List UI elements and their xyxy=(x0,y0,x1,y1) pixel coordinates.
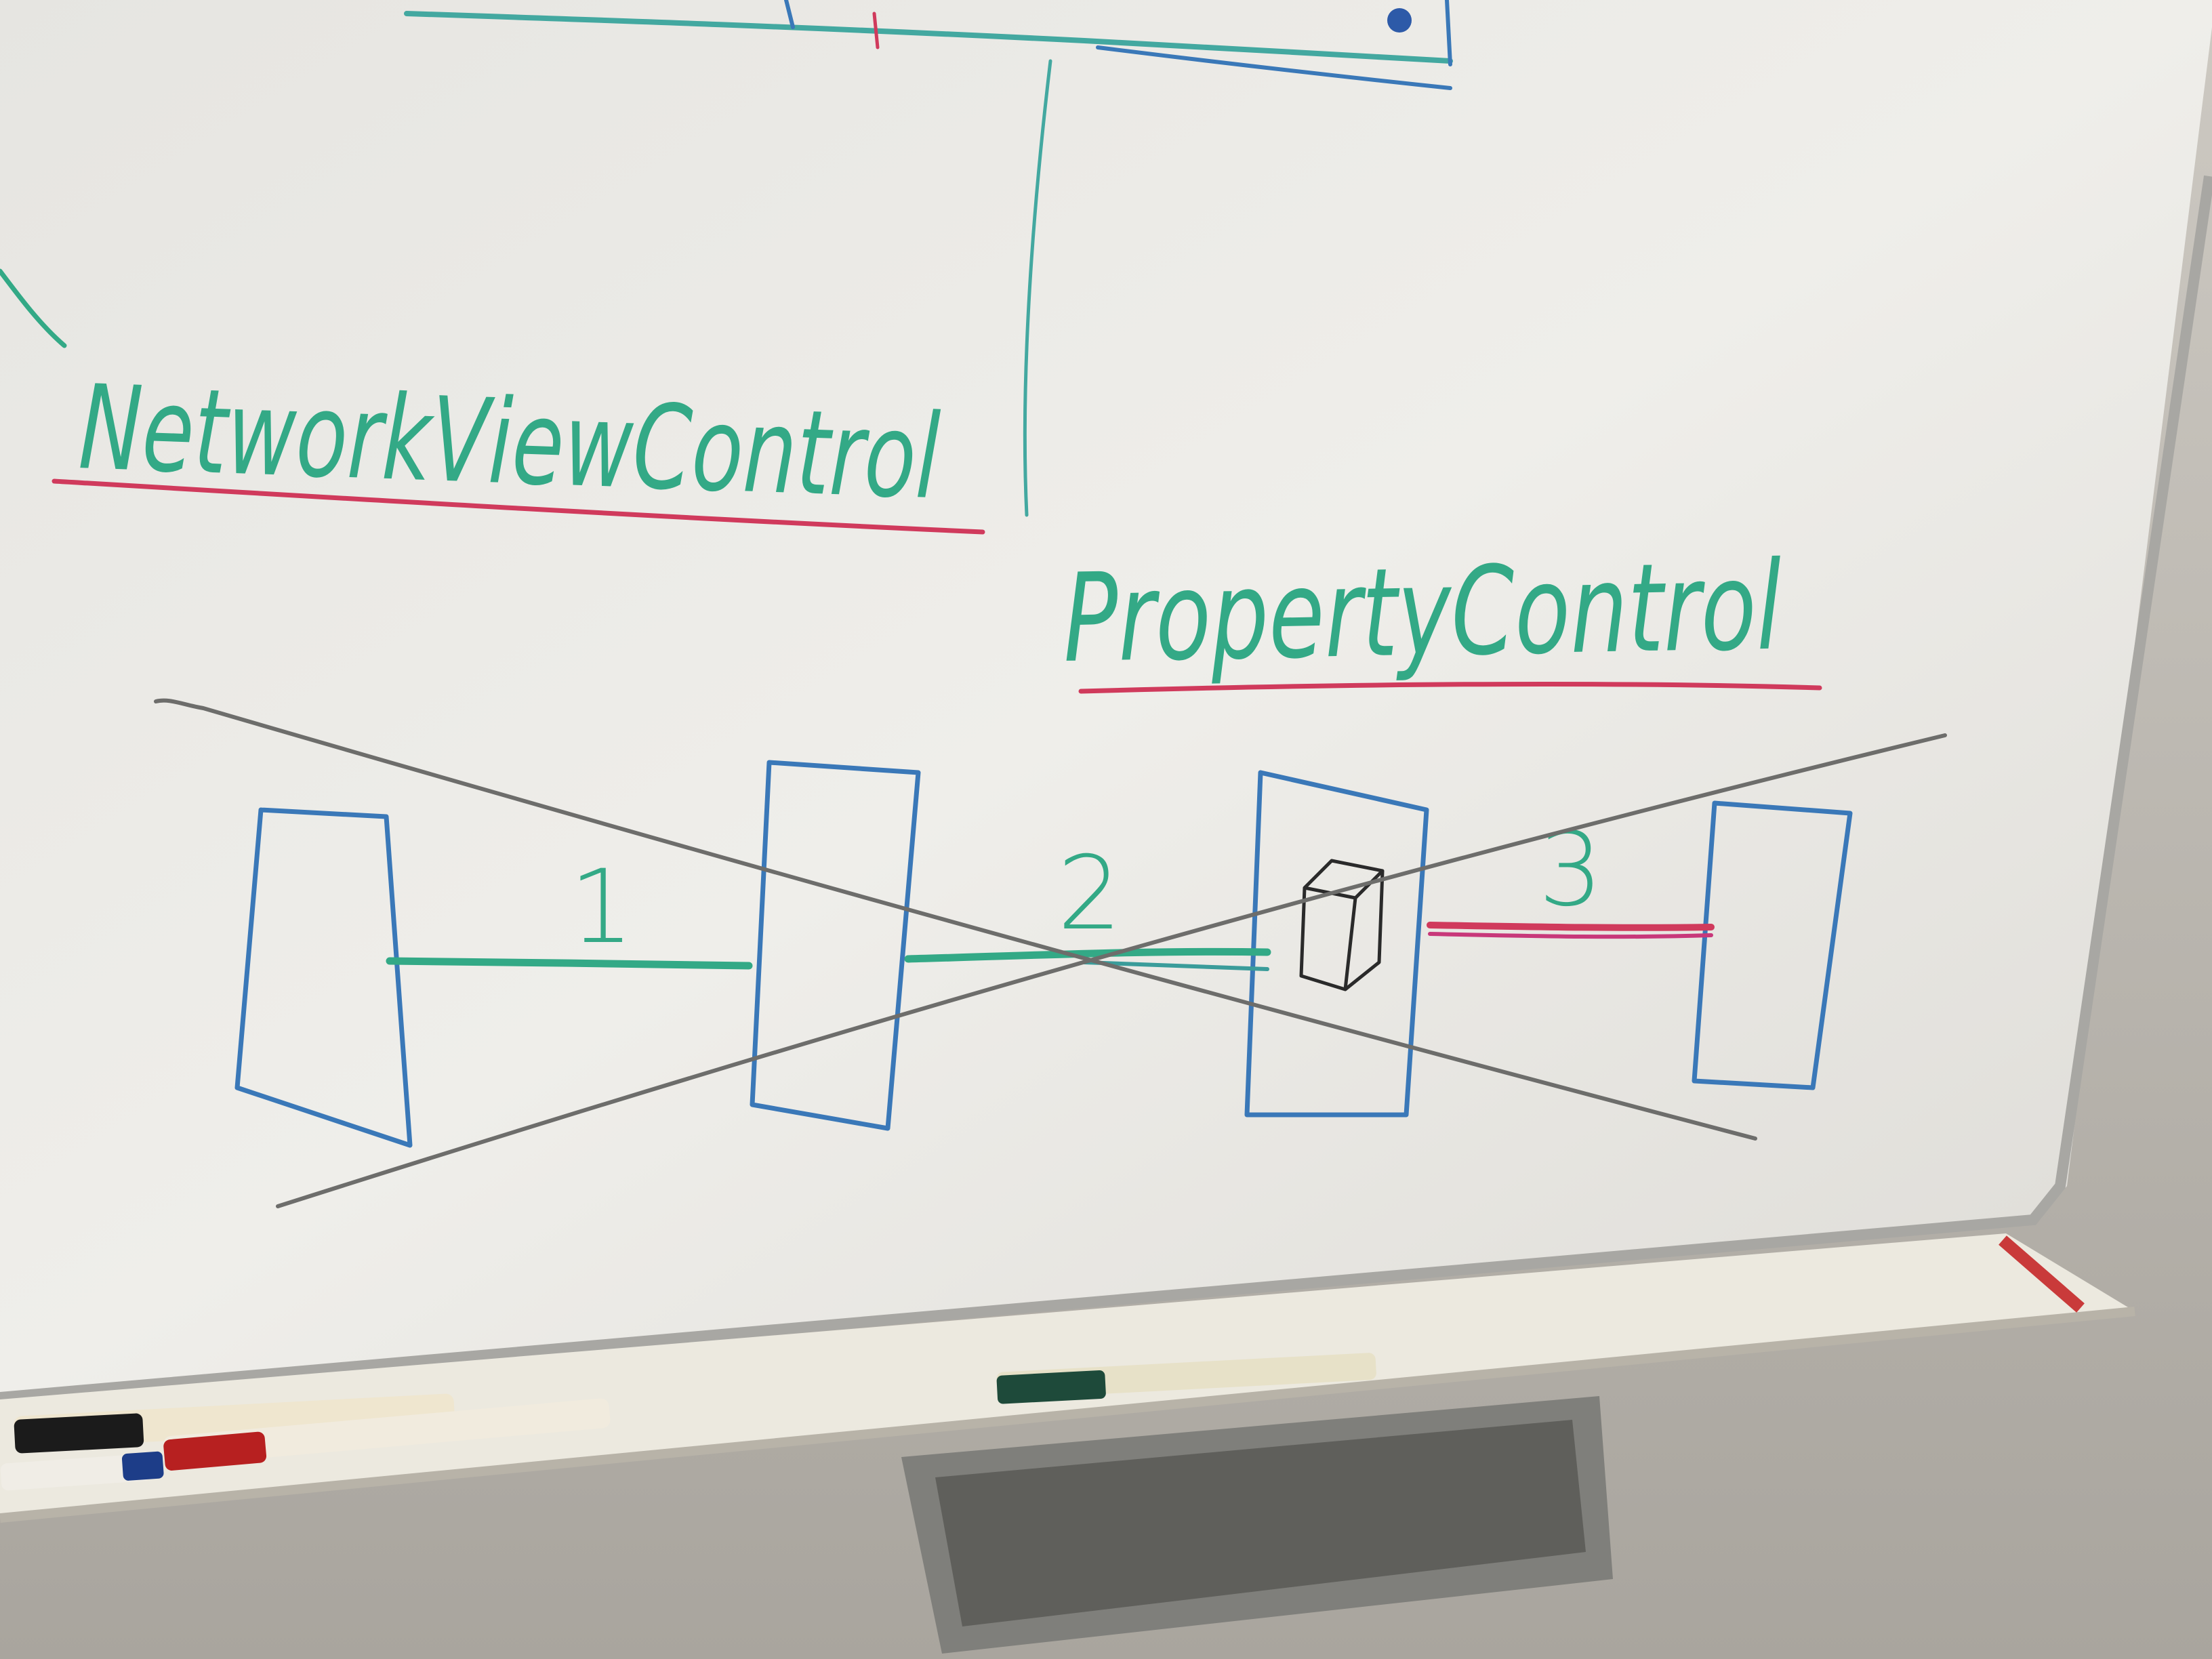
tray-end-cap xyxy=(1999,1235,2085,1313)
tray-bin-inner xyxy=(935,1420,1586,1626)
marker-green xyxy=(996,1353,1376,1404)
top-sketch-remnants xyxy=(0,0,1453,517)
box-4 xyxy=(1692,800,1853,1090)
connectors xyxy=(386,922,1715,971)
network-view-control-label: NetworkViewControl xyxy=(77,359,942,525)
whiteboard-frame xyxy=(0,175,2212,1403)
cross-out xyxy=(154,698,1947,1208)
marker-black xyxy=(14,1393,455,1454)
connector-3 xyxy=(1427,922,1715,931)
marker-blue xyxy=(0,1451,164,1491)
marker-red xyxy=(163,1398,611,1471)
box-3 xyxy=(1244,770,1429,1118)
property-control-underline xyxy=(1078,682,1822,694)
box-1 xyxy=(234,807,413,1148)
connector-1 xyxy=(386,957,753,970)
connector-3b xyxy=(1428,932,1713,939)
network-view-control-underline xyxy=(52,478,985,535)
box-diagram xyxy=(234,760,1853,1148)
connection-number-2: 2 xyxy=(1057,835,1122,953)
property-control-label: PropertyControl xyxy=(1062,536,1782,690)
connection-number-1: 1 xyxy=(569,848,634,966)
box-2 xyxy=(750,760,921,1131)
whiteboard-surface xyxy=(0,0,2212,1396)
marker-tray-edge xyxy=(0,1307,2135,1523)
cube-icon xyxy=(1299,859,1385,991)
connector-2 xyxy=(904,947,1271,963)
connector-2b xyxy=(1082,960,1269,971)
